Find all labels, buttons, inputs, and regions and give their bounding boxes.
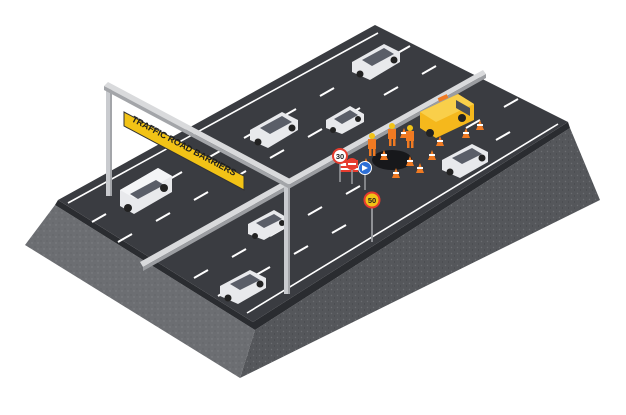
white-car-mid xyxy=(250,112,298,148)
road-worker xyxy=(388,123,396,146)
traffic-cone xyxy=(416,163,424,173)
road-edge-line-back xyxy=(67,32,379,204)
median-barrier-side xyxy=(143,74,486,271)
road-worker xyxy=(368,133,376,156)
white-car-far xyxy=(352,44,400,80)
yellow-work-van xyxy=(420,94,474,138)
traffic-cone xyxy=(476,120,484,130)
speed-limit-sign-30: 30 xyxy=(332,148,348,182)
white-car-right-mid xyxy=(248,210,288,240)
white-minivan xyxy=(120,168,172,214)
traffic-cone xyxy=(392,168,400,178)
white-car-right-near xyxy=(220,270,266,304)
embankment-front-face xyxy=(240,128,600,378)
traffic-cone xyxy=(380,150,388,160)
speed-limit-sign-50: 50 xyxy=(363,191,381,242)
white-car-right-far xyxy=(442,144,488,178)
pothole xyxy=(372,150,412,170)
traffic-cone xyxy=(436,136,444,146)
white-car-centre xyxy=(326,106,364,134)
median-barrier xyxy=(140,70,486,267)
road-edge-line-front xyxy=(246,123,559,314)
embankment-left-face xyxy=(25,205,255,378)
road-worker xyxy=(406,125,414,148)
traffic-cone xyxy=(462,128,470,138)
road-workers xyxy=(368,123,414,156)
embankment-rim xyxy=(55,122,570,330)
traffic-cone xyxy=(406,156,414,166)
overhead-gantry xyxy=(104,82,292,294)
no-entry-sign xyxy=(346,158,358,184)
traffic-cone xyxy=(428,150,436,160)
speed-limit-50-text: 50 xyxy=(368,196,376,205)
keep-right-sign xyxy=(358,161,372,190)
speed-limit-30-text: 30 xyxy=(336,152,344,161)
